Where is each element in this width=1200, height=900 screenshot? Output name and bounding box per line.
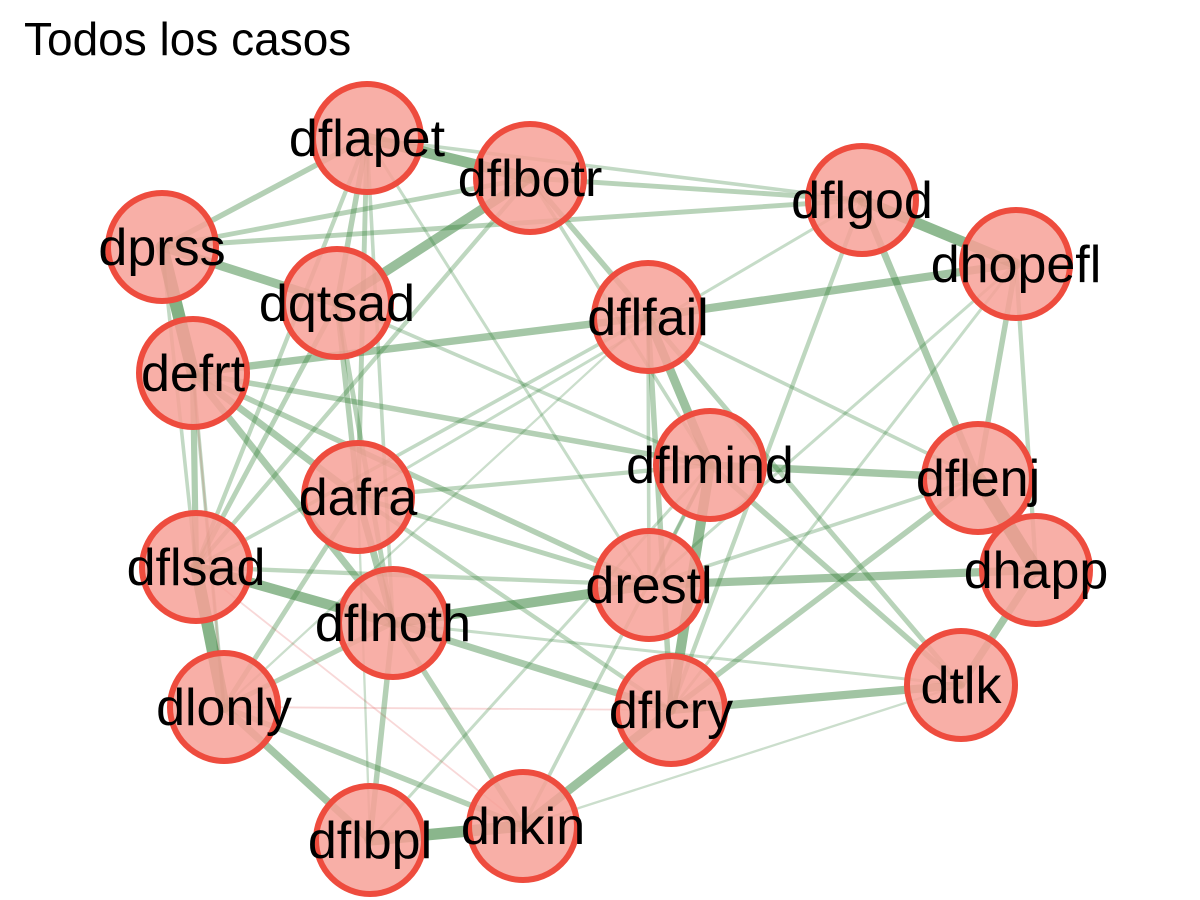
node-circle	[921, 421, 1035, 535]
edge-dlonly-dflcry	[223, 706, 672, 711]
node-dprss: dprss	[98, 190, 226, 304]
node-dlonly: dlonly	[156, 650, 292, 764]
node-label: dtlk	[921, 657, 1003, 715]
edge-dnkin-dflmind	[521, 463, 712, 828]
edge-dflmind-dafra	[355, 462, 713, 500]
edge-dflsad-dflfail	[194, 315, 650, 569]
edge-dqtsad-dflmind	[335, 301, 712, 467]
edge-layer	[155, 132, 1043, 846]
node-circle	[653, 408, 767, 522]
edge-dflapet-dflsad	[193, 135, 370, 570]
node-circle	[310, 81, 424, 195]
edge-dflfail-dflenj	[646, 315, 980, 480]
node-circle	[167, 650, 281, 764]
edge-dflenj-drestl	[647, 476, 980, 587]
edge-dafra-dflcry	[355, 494, 674, 713]
node-circle	[592, 528, 706, 642]
node-label: dafra	[299, 469, 418, 527]
edge-dhopefl-dflcry	[669, 262, 1018, 712]
edge-defrt-dflmind	[190, 370, 713, 468]
node-label: dnkin	[461, 798, 585, 856]
node-label: dflapet	[289, 110, 446, 168]
node-circle	[473, 121, 587, 235]
node-circle	[805, 143, 919, 257]
node-label: dflbpl	[308, 812, 432, 870]
edge-dflcry-dflenj	[668, 475, 981, 713]
node-circle	[301, 440, 415, 554]
node-dflmind: dflmind	[626, 408, 794, 522]
node-dflbotr: dflbotr	[458, 121, 603, 235]
node-label: dhopefl	[931, 236, 1102, 294]
node-label: defrt	[141, 345, 246, 403]
edge-dflsad-dnkin	[195, 566, 524, 827]
node-label: dflnoth	[315, 595, 471, 653]
chart-title: Todos los casos	[24, 13, 352, 65]
node-dflcry: dflcry	[609, 653, 733, 767]
node-label: dhapp	[964, 542, 1109, 600]
node-dhapp: dhapp	[964, 513, 1109, 627]
node-label: dflfail	[587, 289, 708, 347]
edge-dprss-dflbotr	[159, 175, 533, 250]
node-circle	[313, 783, 427, 897]
node-dafra: dafra	[299, 440, 418, 554]
edge-dhopefl-drestl	[647, 262, 1018, 587]
edge-drestl-dhapp	[644, 565, 1041, 590]
node-label: dflcry	[609, 682, 733, 740]
node-circle	[979, 513, 1093, 627]
node-dflfail: dflfail	[587, 260, 709, 374]
node-dflapet: dflapet	[289, 81, 446, 195]
node-circle	[614, 653, 728, 767]
node-label: drestl	[585, 557, 712, 615]
node-label: dlonly	[156, 679, 292, 737]
edge-dlonly-dflfail	[222, 315, 650, 709]
node-dflnoth: dflnoth	[315, 566, 471, 680]
edge-dflbpl-dflmind	[368, 463, 712, 842]
edge-dflapet-drestl	[365, 136, 651, 587]
edge-dflfail-dhopefl	[643, 259, 1021, 322]
node-drestl: drestl	[585, 528, 713, 642]
node-circle	[904, 628, 1018, 742]
node-dflenj: dflenj	[916, 421, 1040, 535]
node-dhopefl: dhopefl	[931, 207, 1102, 321]
node-defrt: defrt	[136, 316, 250, 430]
node-label: dflenj	[916, 450, 1040, 508]
edge-dflapet-dflgod	[365, 136, 864, 202]
node-circle	[136, 316, 250, 430]
node-circle	[959, 207, 1073, 321]
node-circle	[105, 190, 219, 304]
node-label: dflgod	[791, 172, 933, 230]
node-circle	[336, 566, 450, 680]
edge-dflfail-defrt	[189, 313, 652, 377]
node-circle	[139, 510, 253, 624]
edge-dtlk-dnkin	[521, 683, 963, 828]
node-dnkin: dnkin	[461, 769, 585, 883]
node-label: dprss	[98, 219, 225, 277]
node-dflsad: dflsad	[127, 510, 266, 624]
node-label: dflsad	[127, 539, 266, 597]
node-dflbpl: dflbpl	[308, 783, 432, 897]
node-circle	[466, 769, 580, 883]
node-label: dflmind	[626, 437, 794, 495]
edge-defrt-drestl	[190, 370, 652, 588]
node-dtlk: dtlk	[904, 628, 1018, 742]
edge-dflfail-dtlk	[645, 314, 964, 688]
node-dqtsad: dqtsad	[259, 246, 415, 360]
node-dflgod: dflgod	[791, 143, 933, 257]
node-circle	[591, 260, 705, 374]
edge-dflcry-dflfail	[645, 314, 674, 713]
edge-dflbotr-dflsad	[193, 175, 533, 570]
edge-dflgod-dflcry	[668, 197, 865, 713]
node-circle	[280, 246, 394, 360]
node-label: dqtsad	[259, 275, 415, 333]
node-label: dflbotr	[458, 150, 603, 208]
